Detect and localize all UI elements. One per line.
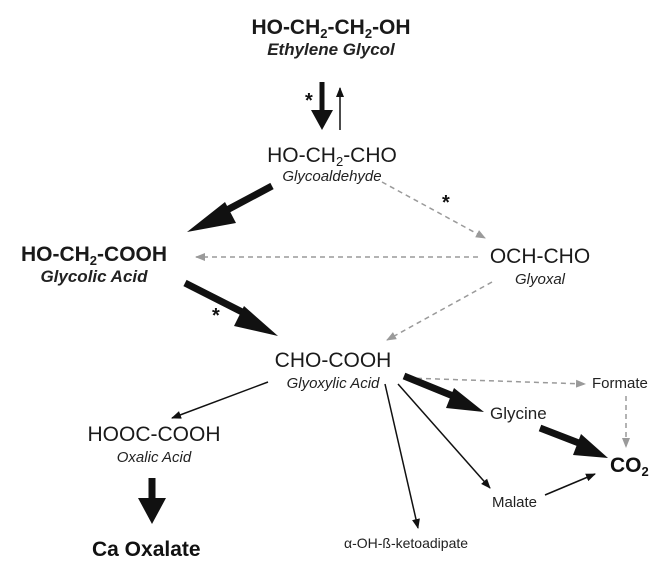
arrow-glycine-to-co2 xyxy=(538,424,586,449)
arrowhead-glycine-to-co2 xyxy=(573,434,608,458)
node-ca-oxalate: Ca Oxalate xyxy=(92,538,201,561)
glycolic-acid-name: Glycolic Acid xyxy=(40,267,148,286)
glycolic-acid-formula: HO-CH2-COOH xyxy=(20,243,168,268)
node-glycine: Glycine xyxy=(490,404,547,423)
glyoxal-name: Glyoxal xyxy=(514,271,566,288)
arrowhead-glycolic-to-glyoxylic xyxy=(234,306,278,336)
node-malate: Malate xyxy=(492,494,538,511)
arrow-malate-to-co2 xyxy=(544,473,596,496)
glycoaldehyde-formula: HO-CH2-CHO xyxy=(267,144,397,169)
arrow-glyoxal-to-glyoxylic xyxy=(386,281,493,341)
node-glyoxal: OCH-CHO Glyoxal xyxy=(480,246,600,287)
oxalic-acid-formula: HOOC-COOH xyxy=(87,423,221,446)
arrowhead-eg-to-glycoaldehyde xyxy=(311,110,333,130)
node-ethylene-glycol: HO-CH2-CH2-OH Ethylene Glycol xyxy=(236,17,426,58)
ethylene-glycol-name: Ethylene Glycol xyxy=(267,40,395,59)
glycoaldehyde-name: Glycoaldehyde xyxy=(282,168,382,185)
node-formate: Formate xyxy=(592,375,648,392)
node-ketoadipate: α-OH-ß-ketoadipate xyxy=(344,535,469,551)
arrow-glyoxylic-to-oxalic xyxy=(171,381,269,419)
node-glycoaldehyde: HO-CH2-CHO Glycoaldehyde xyxy=(252,145,412,184)
arrow-glyoxylic-to-ketoadipate xyxy=(384,383,420,529)
arrow-glycolic-to-glyoxylic xyxy=(183,279,252,320)
node-co2: CO2 xyxy=(610,454,649,479)
glyoxylic-acid-name: Glyoxylic Acid xyxy=(286,375,380,392)
star-marker-glyoxal-step: * xyxy=(442,192,450,214)
arrowhead-glycoaldehyde-to-glycolic xyxy=(187,202,236,232)
star-marker-eg-step: * xyxy=(305,90,313,112)
arrowhead-oxalic-to-caoxalate xyxy=(138,498,166,524)
star-marker-glycolic-step: * xyxy=(212,305,220,327)
ethylene-glycol-formula: HO-CH2-CH2-OH xyxy=(251,16,411,41)
node-oxalic-acid: HOOC-COOH Oxalic Acid xyxy=(74,424,234,465)
node-glycolic-acid: HO-CH2-COOH Glycolic Acid xyxy=(8,244,180,285)
arrow-glyoxylic-to-malate xyxy=(397,383,491,489)
arrowhead-glyoxylic-to-glycine xyxy=(446,388,484,412)
arrow-glycoaldehyde-to-glyoxal xyxy=(381,181,486,239)
oxalic-acid-name: Oxalic Acid xyxy=(116,449,192,466)
glyoxal-formula: OCH-CHO xyxy=(489,245,591,268)
node-glyoxylic-acid: CHO-COOH Glyoxylic Acid xyxy=(258,350,408,391)
glyoxylic-acid-formula: CHO-COOH xyxy=(274,349,392,372)
arrow-glyoxylic-to-glycine xyxy=(402,372,460,402)
arrow-glyoxylic-to-formate xyxy=(407,377,586,388)
